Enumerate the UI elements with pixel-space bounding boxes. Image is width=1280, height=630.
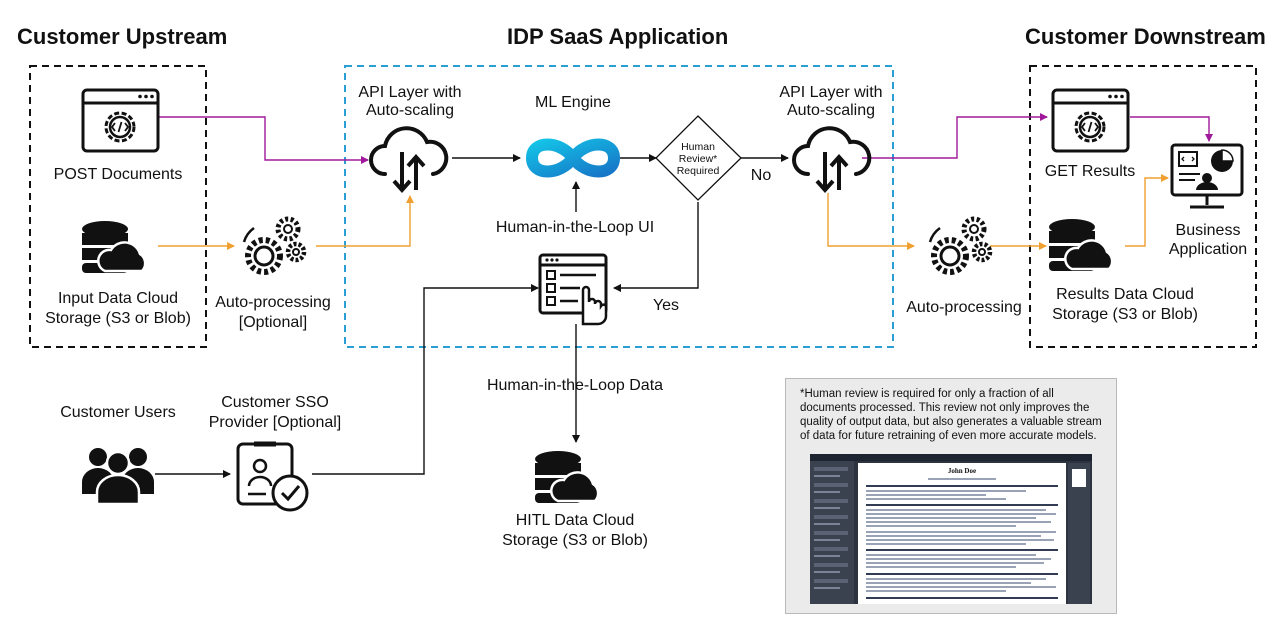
gears-icon xyxy=(928,216,993,275)
auto-to-api-arrow xyxy=(316,195,414,247)
footnote-panel: *Human review is required for only a fra… xyxy=(785,378,1117,614)
label-human-review-line1: Human xyxy=(681,141,715,153)
database-cloud-icon xyxy=(82,221,147,273)
label-sso-line1: Customer SSO xyxy=(221,394,329,411)
label-api-layer-right-line1: API Layer with xyxy=(779,84,883,101)
screenshot-sidebar xyxy=(810,461,854,604)
label-business-app-line1: Business xyxy=(1175,222,1241,239)
api-to-auto-right-arrow xyxy=(827,193,915,250)
gears-icon xyxy=(242,216,307,275)
database-cloud-icon xyxy=(1049,219,1114,271)
database-cloud-icon xyxy=(535,451,600,503)
screenshot-thumbnail-panel xyxy=(1068,463,1090,604)
hitl-ui-screenshot: John Doe xyxy=(810,454,1092,604)
label-no: No xyxy=(750,167,772,184)
get-to-business-arrow xyxy=(1130,116,1213,142)
label-yes: Yes xyxy=(652,297,680,314)
results-to-business-arrow xyxy=(1125,174,1169,247)
label-get-results: GET Results xyxy=(1044,163,1136,180)
label-auto-processing-right: Auto-processing xyxy=(906,299,1022,316)
review-to-hitl-ui-arrow xyxy=(613,202,699,292)
app-box xyxy=(344,65,894,348)
label-auto-processing-left-line1: Auto-processing xyxy=(215,294,331,311)
users-group-icon xyxy=(82,448,154,506)
screenshot-document-name: John Doe xyxy=(947,467,977,475)
screenshot-document: John Doe xyxy=(858,463,1066,604)
id-badge-check-icon xyxy=(236,441,309,512)
label-human-review-line2: Review* xyxy=(678,153,718,165)
label-hitl-storage-line2: Storage (S3 or Blob) xyxy=(502,532,648,549)
label-hitl-storage-line1: HITL Data Cloud xyxy=(515,512,635,529)
label-sso-line2: Provider [Optional] xyxy=(208,414,342,431)
label-api-layer-right-line2: Auto-scaling xyxy=(786,102,876,119)
cloud-updown-icon xyxy=(369,126,449,194)
label-business-app-line2: Application xyxy=(1168,241,1248,258)
label-hitl-data: Human-in-the-Loop Data xyxy=(486,377,664,394)
label-input-storage-line1: Input Data Cloud xyxy=(57,290,179,307)
decision-diamond xyxy=(655,115,742,201)
checklist-click-icon xyxy=(538,253,608,326)
upstream-box xyxy=(29,65,207,348)
screenshot-toolbar xyxy=(810,454,1092,461)
post-to-api-arrow xyxy=(158,116,369,164)
business-app-monitor-icon xyxy=(1170,143,1244,209)
label-api-layer-left-line1: API Layer with xyxy=(358,84,462,101)
cloud-updown-icon xyxy=(792,126,872,194)
sso-to-hitl-ui-arrow xyxy=(312,284,539,475)
ml-engine-logo-icon xyxy=(526,138,620,178)
label-hitl-ui: Human-in-the-Loop UI xyxy=(495,219,655,236)
code-window-icon xyxy=(1051,88,1130,153)
label-auto-processing-left-line2: [Optional] xyxy=(238,314,308,331)
api-to-get-arrow xyxy=(862,113,1048,159)
code-window-icon xyxy=(81,88,160,153)
label-results-storage-line1: Results Data Cloud xyxy=(1056,286,1194,303)
label-results-storage-line2: Storage (S3 or Blob) xyxy=(1052,306,1198,323)
label-customer-users: Customer Users xyxy=(60,404,176,421)
label-ml-engine: ML Engine xyxy=(535,94,611,111)
footnote-text: *Human review is required for only a fra… xyxy=(800,388,1102,442)
header-customer-upstream: Customer Upstream xyxy=(17,24,228,49)
header-idp-saas-application: IDP SaaS Application xyxy=(507,24,729,49)
downstream-box xyxy=(1029,65,1257,348)
label-input-storage-line2: Storage (S3 or Blob) xyxy=(45,310,191,327)
label-api-layer-left-line2: Auto-scaling xyxy=(365,102,455,119)
label-post-documents: POST Documents xyxy=(53,166,183,183)
label-human-review-line3: Required xyxy=(676,165,720,177)
header-customer-downstream: Customer Downstream xyxy=(1025,24,1266,49)
